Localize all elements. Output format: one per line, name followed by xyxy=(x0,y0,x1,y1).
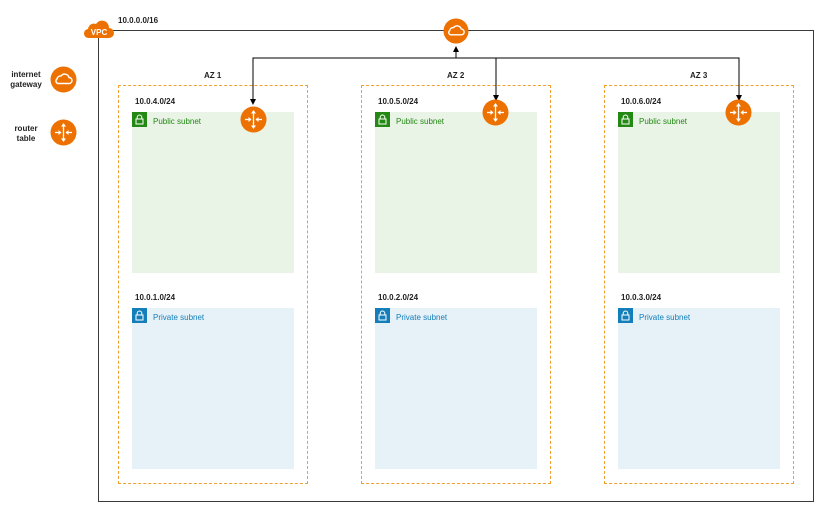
vpc-cidr: 10.0.0.0/16 xyxy=(118,16,159,25)
az-3-label: AZ 3 xyxy=(690,71,708,80)
vpc-cloud-icon: VPC xyxy=(83,20,114,39)
az-2-private-subnet-label: Private subnet xyxy=(396,313,448,322)
az-1-private-subnet-label: Private subnet xyxy=(153,313,205,322)
az-1-private-cidr: 10.0.1.0/24 xyxy=(135,293,176,302)
az-3-container xyxy=(604,85,794,484)
az-2-private-lock-icon xyxy=(375,308,390,323)
az-3-public-cidr: 10.0.6.0/24 xyxy=(621,97,662,106)
vpc-badge-label: VPC xyxy=(91,28,108,37)
legend-internet-gateway-icon xyxy=(50,66,77,93)
az-2-private-subnet: Private subnet xyxy=(375,308,537,469)
az-2-container xyxy=(361,85,551,484)
az-3-private-subnet: Private subnet xyxy=(618,308,780,469)
az-3-private-cidr: 10.0.3.0/24 xyxy=(621,293,662,302)
az-1-public-subnet-label: Public subnet xyxy=(153,117,202,126)
legend-internet-gateway-line2: gateway xyxy=(10,80,42,89)
az-3-public-subnet: Public subnet xyxy=(618,112,780,273)
az-2-public-subnet: Public subnet xyxy=(375,112,537,273)
az-3-private-lock-icon xyxy=(618,308,633,323)
legend-router-table-label: router table xyxy=(4,124,48,144)
az-1-container xyxy=(118,85,308,484)
legend-router-table-icon xyxy=(50,119,77,146)
az-2-public-lock-icon xyxy=(375,112,390,127)
az-3-public-subnet-label: Public subnet xyxy=(639,117,688,126)
az-1-private-lock-icon xyxy=(132,308,147,323)
az-1-private-subnet: Private subnet xyxy=(132,308,294,469)
az-2-public-subnet-label: Public subnet xyxy=(396,117,445,126)
az-1-public-cidr: 10.0.4.0/24 xyxy=(135,97,176,106)
az-1-public-subnet: Public subnet xyxy=(132,112,294,273)
legend-internet-gateway-line1: internet xyxy=(11,70,41,79)
legend-internet-gateway-label: internet gateway xyxy=(4,70,48,90)
legend-router-table-line1: router xyxy=(14,124,38,133)
legend-router-table-line2: table xyxy=(16,134,36,143)
az-1-public-lock-icon xyxy=(132,112,147,127)
az-3-public-lock-icon xyxy=(618,112,633,127)
internet-gateway-cloud-icon xyxy=(443,18,469,44)
az-2-label: AZ 2 xyxy=(447,71,465,80)
az-1-router-icon xyxy=(240,106,267,133)
az-2-router-icon xyxy=(482,99,509,126)
az-2-private-cidr: 10.0.2.0/24 xyxy=(378,293,419,302)
az-1-label: AZ 1 xyxy=(204,71,222,80)
az-3-router-icon xyxy=(725,99,752,126)
az-3-private-subnet-label: Private subnet xyxy=(639,313,691,322)
az-2-public-cidr: 10.0.5.0/24 xyxy=(378,97,419,106)
